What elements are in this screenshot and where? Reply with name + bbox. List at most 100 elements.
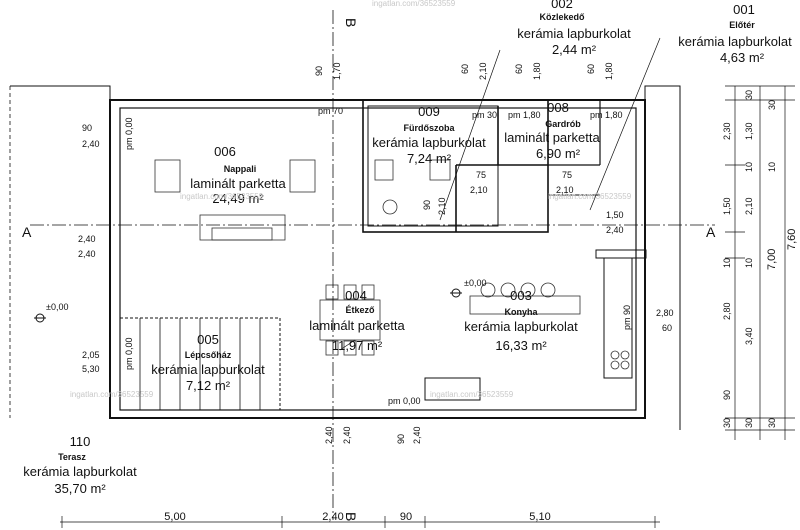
room-006-name: Nappali [224,164,257,174]
section-mark-a-right: A [706,224,716,240]
room-001-area: 4,63 m² [720,50,765,65]
dim-d2-210: 2,10 [556,185,574,195]
dim-top-90: 90 [314,66,324,76]
watermark: ingatlan.com/36523559 [430,390,514,399]
room-008-material: laminált parketta [504,130,600,145]
dim-d2-75: 75 [562,170,572,180]
dim-b-pm: pm 0,00 [388,396,421,406]
dim-top-170: 1,70 [332,62,342,80]
dim-left3-530: 5,30 [82,364,100,374]
room-008-name: Gardrób [545,119,581,129]
dim-e-240: 2,40 [606,225,624,235]
right-dimension-labels: 30 1,30 2,30 10 1,50 2,10 10 2,80 3,40 9… [722,90,798,428]
section-lines [30,10,715,520]
rdim-340: 3,40 [744,327,754,345]
level-left: ±0,00 [46,302,68,312]
section-marks: A A B B [22,18,716,521]
room-002-material: kerámia lapburkolat [517,26,631,41]
room-003-area: 16,33 m² [495,338,547,353]
rdim-700: 7,00 [766,249,778,270]
rdim-90: 90 [722,390,732,400]
room-006-area: 24,49 m² [212,191,264,206]
watermarks: ingatlan.com/36523559 ingatlan.com/36523… [70,0,632,399]
room-001-number: 001 [733,2,755,17]
dim-d3-210: 2,10 [437,197,447,215]
watermark: ingatlan.com/36523559 [70,390,154,399]
rdim-230: 2,30 [722,122,732,140]
bdim-500: 5,00 [164,511,185,523]
dim-g-pm180: pm 1,80 [508,110,541,120]
dim-d3-90: 90 [422,200,432,210]
section-mark-b-top: B [343,18,359,27]
rdim-30e: 30 [767,418,777,428]
rdim-30c: 30 [744,418,754,428]
room-008-number: 008 [547,100,569,115]
room-009-name: Fürdőszoba [404,123,456,133]
section-mark-b-bottom: B [343,512,359,521]
dim-g-180: 1,80 [532,62,542,80]
rdim-10b: 10 [722,258,732,268]
level-center: ±0,00 [464,278,486,288]
dim-k-280: 2,80 [656,308,674,318]
rdim-280: 2,80 [722,302,732,320]
dim-g2-pm180: pm 1,80 [590,110,623,120]
room-labels: 006 Nappali laminált parketta 24,49 m² 0… [23,0,792,496]
dim-k-60: 60 [662,323,672,333]
dim-g2-60: 60 [586,64,596,74]
dim-d1-210: 2,10 [470,185,488,195]
dim-left-240: 2,40 [82,139,100,149]
right-dimension-chain [725,85,795,440]
bottom-dimension-labels: 5,00 2,40 90 5,10 [164,511,550,523]
room-001-material: kerámia lapburkolat [678,34,792,49]
room-110-area: 35,70 m² [54,481,106,496]
rdim-150: 1,50 [722,197,732,215]
rdim-130: 1,30 [744,122,754,140]
level-marks: ±0,00 ±0,00 [34,278,486,323]
dim-b-240b: 2,40 [342,426,352,444]
dim-g-60: 60 [514,64,524,74]
watermark: ingatlan.com/36523559 [548,192,632,201]
watermark: ingatlan.com/36523559 [372,0,456,8]
opening-annotations: 90 2,40 pm 0,00 2,40 2,40 2,05 5,30 pm 0… [78,62,674,444]
dim-bath-210: 2,10 [478,62,488,80]
room-110-number: 110 [70,434,91,449]
dim-b-240: 2,40 [324,426,334,444]
room-110-material: kerámia lapburkolat [23,464,137,479]
room-005-material: kerámia lapburkolat [151,362,265,377]
room-009-number: 009 [418,104,440,119]
rdim-30a: 30 [744,90,754,100]
dim-b-240c: 2,40 [412,426,422,444]
leader-lines [339,37,661,351]
dim-left2-240b: 2,40 [78,249,96,259]
dim-left3-205: 2,05 [82,350,100,360]
bottom-dimension-chain [60,516,660,528]
bdim-510: 5,10 [529,511,550,523]
room-006-material: laminált parketta [190,176,286,191]
dim-e-150: 1,50 [606,210,624,220]
dim-left2-240: 2,40 [78,234,96,244]
dim-d1-75: 75 [476,170,486,180]
room-004-material: laminált parketta [309,318,405,333]
watermark: ingatlan.com/36523559 [180,192,264,201]
room-009-material: kerámia lapburkolat [372,135,486,150]
room-003-name: Konyha [504,307,538,317]
room-009-area: 7,24 m² [407,151,452,166]
room-006-number: 006 [214,144,236,159]
room-004-name: Étkező [345,305,375,315]
dim-bath-60: 60 [460,64,470,74]
section-mark-a-left: A [22,224,32,240]
room-005-number: 005 [197,332,219,347]
bdim-90: 90 [400,511,412,523]
room-004-area: 11,97 m² [332,338,383,353]
rdim-10d: 10 [744,258,754,268]
rdim-10a: 10 [744,162,754,172]
room-002-name: Közlekedő [539,12,585,22]
room-003-number: 003 [510,288,532,303]
room-001-name: Előtér [729,20,755,30]
room-008-area: 6,90 m² [536,146,581,161]
dim-left-pm: pm 0,00 [124,117,134,150]
rdim-210: 2,10 [744,197,754,215]
dim-left-90: 90 [82,123,92,133]
dim-bath-pm30: pm 30 [472,110,497,120]
